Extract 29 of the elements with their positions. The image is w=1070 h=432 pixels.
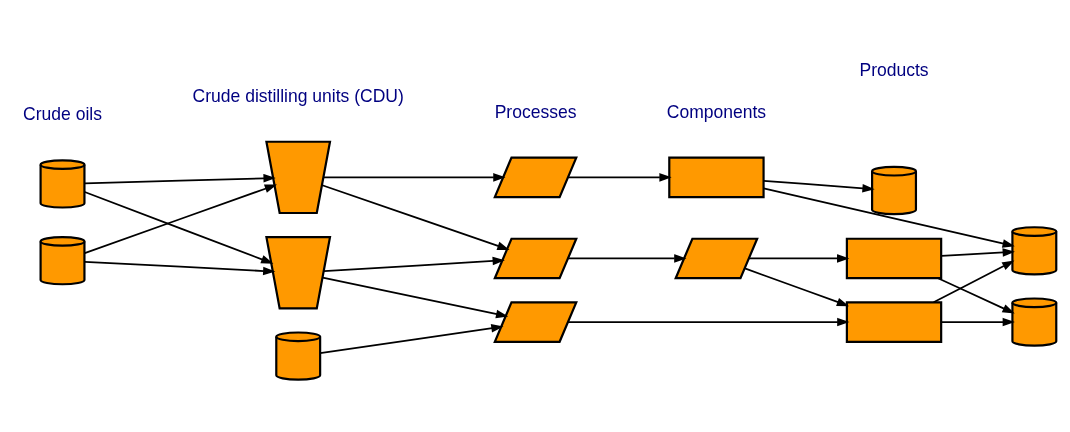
arrow [744, 267, 850, 307]
label: Crude oils [23, 104, 102, 125]
arrow [321, 276, 509, 319]
node-trapezoid [265, 236, 332, 310]
arrow [567, 173, 672, 182]
arrow [762, 179, 875, 193]
arrow [937, 277, 1015, 314]
arrow [932, 260, 1015, 304]
arrow [323, 256, 505, 273]
arrow [762, 187, 1015, 248]
node-box [668, 156, 765, 199]
arrow [567, 317, 850, 327]
arrow [940, 248, 1015, 257]
node-box [845, 301, 943, 343]
arrow [748, 254, 850, 263]
arrow [567, 254, 687, 263]
label: Components [666, 101, 767, 122]
arrow [83, 184, 277, 254]
arrow [319, 324, 504, 354]
arrow [322, 173, 506, 182]
label: Products [859, 60, 929, 81]
arrow [940, 317, 1015, 327]
label: Crude distilling units (CDU) [192, 85, 404, 106]
arrow [83, 260, 276, 276]
label: Processes [494, 101, 577, 122]
arrow [83, 191, 274, 264]
arrow [321, 184, 510, 250]
node-box [845, 237, 943, 280]
arrow [83, 174, 276, 185]
